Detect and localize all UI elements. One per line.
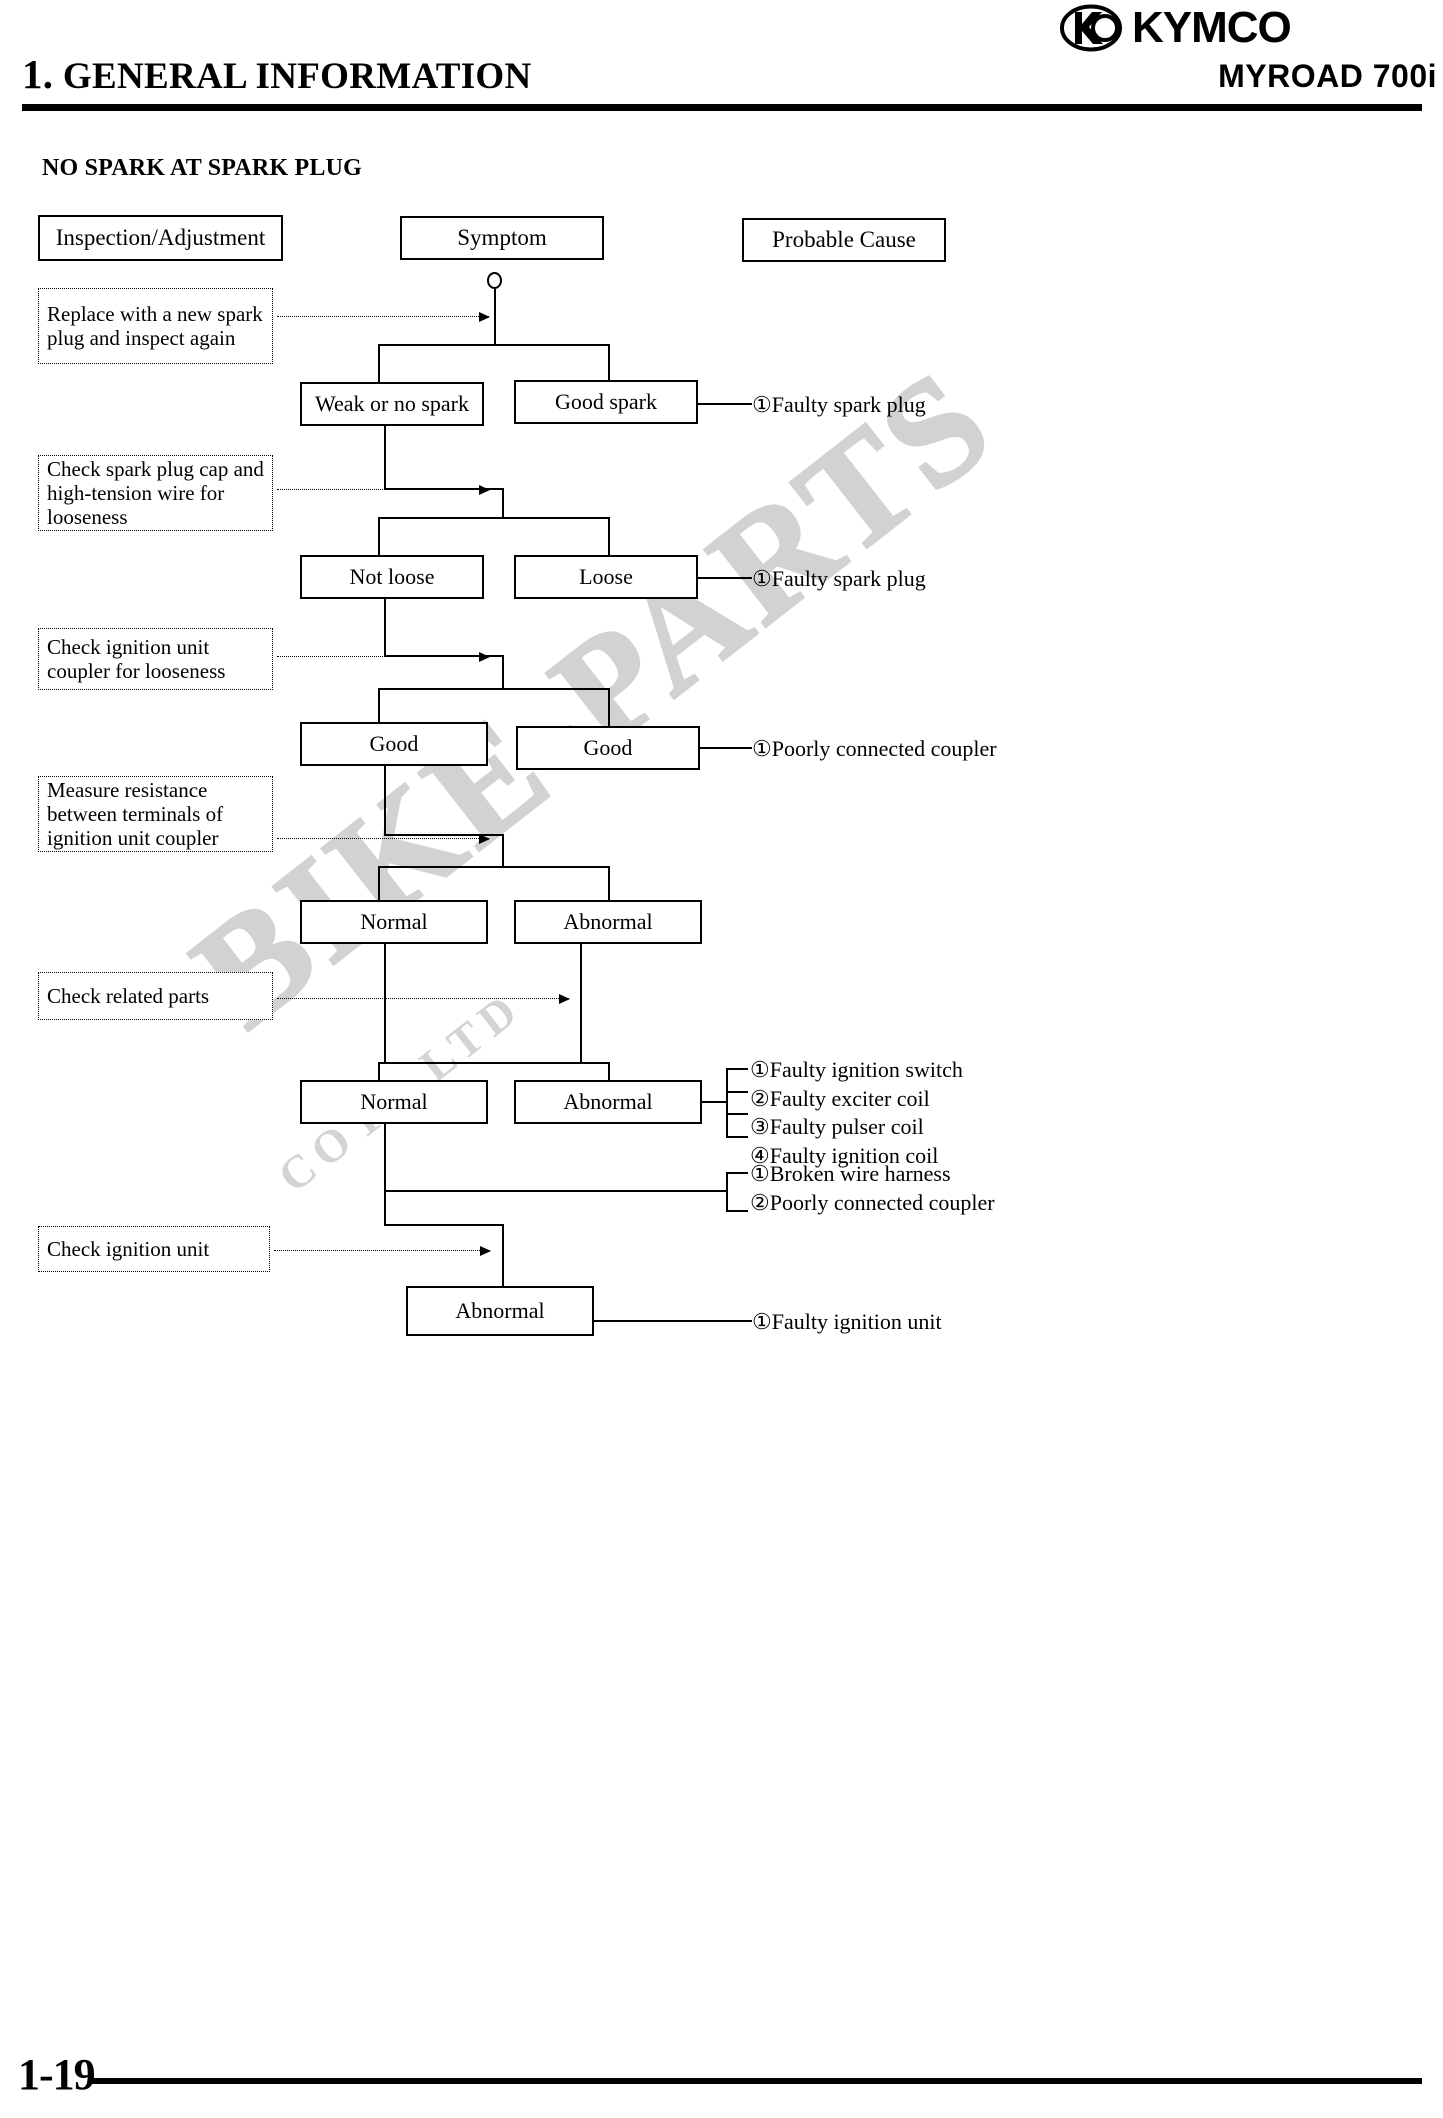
symptom-box-weak-or-no-spark: Weak or no spark [300,382,484,426]
cause-item: ①Poorly connected coupler [752,736,997,761]
cause-lead-4 [702,1101,728,1103]
inspection-box-2: Check spark plug cap and high-tension wi… [38,455,273,531]
branch-right-4 [608,866,610,900]
chapter-number: 1. [22,51,54,97]
inspection-box-5: Check related parts [38,972,273,1020]
cause-item: ④Faulty ignition coil [750,1142,939,1168]
inspection-arrow-6 [274,1246,491,1256]
branch-right-2 [608,517,610,555]
cause-item: ②Poorly connected coupler [750,1189,995,1215]
flow-down-2 [384,599,386,657]
symptom-box-abnormal-ignition-unit: Abnormal [406,1286,594,1336]
branch-left-1 [378,344,380,382]
inspection-box-6: Check ignition unit [38,1226,270,1272]
inspection-arrow-2 [277,485,490,495]
branch-left-4 [378,866,380,900]
page-number: 1-19 [18,2050,96,2099]
branch-bar-1 [378,344,610,346]
symptom-box-normal-resistance: Normal [300,900,488,944]
branch-right-5 [608,1062,610,1082]
kymco-logo-icon [1060,4,1122,52]
flow-down-4 [384,944,386,1062]
branch-left-2 [378,517,380,555]
flow-down-2b [502,655,504,688]
cause-lead-3 [700,747,752,749]
branch-right-3 [608,688,610,728]
inspection-box-1: Replace with a new spark plug and inspec… [38,288,273,364]
abnormal-down-4 [580,944,582,998]
symptom-box-not-loose: Not loose [300,555,484,599]
inspection-box-4: Measure resistance between terminals of … [38,776,273,852]
inspection-arrow-5 [277,994,570,1004]
cause-tick-4-4 [726,1136,748,1138]
flow-down-3 [384,766,386,836]
cause-group-2: ①Faulty spark plug [752,565,926,594]
flow-down-1b [502,488,504,518]
inspection-arrow-3 [277,652,490,662]
model-name: MYROAD 700i [1218,58,1437,94]
symptom-box-loose: Loose [514,555,698,599]
cause-lead-2 [698,577,752,579]
cause-item: ①Faulty ignition unit [752,1309,942,1334]
cause-group-6: ①Faulty ignition unit [752,1308,942,1337]
flow-down-6b [502,1224,504,1286]
cause-lead-5 [384,1190,728,1192]
branch-left-5 [378,1062,380,1082]
branch-bar-5 [378,1062,610,1064]
cause-item: ①Faulty spark plug [752,392,926,417]
abnormal-down-4b [580,998,582,1062]
flow-down-5 [384,1124,386,1192]
flow-down-3b [502,834,504,866]
cause-tick-5-2 [726,1210,748,1212]
inspection-box-3: Check ignition unit coupler for loosenes… [38,628,273,690]
symptom-box-abnormal-related-parts: Abnormal [514,1080,702,1124]
inspection-arrow-1 [277,312,490,322]
flow-jog-3 [384,834,504,836]
chapter-title: GENERAL INFORMATION [62,56,532,97]
cause-group-5: ①Broken wire harness ②Poorly connected c… [750,1160,995,1217]
header-divider [22,104,1422,111]
flow-start-node [487,272,502,289]
cause-tick-4-3 [726,1113,748,1115]
flow-jog-6 [384,1224,504,1226]
symptom-box-good-coupler-right: Good [516,726,700,770]
flow-down-6 [384,1190,386,1226]
kymco-brand-lockup: KYMCO [1060,3,1292,52]
brand-name: KYMCO [1132,3,1292,52]
cause-item: ③Faulty pulser coil [750,1114,924,1140]
branch-bar-2 [378,517,610,519]
cause-item: ①Faulty spark plug [752,566,926,591]
cause-lead-6 [594,1320,752,1322]
branch-left-3 [378,688,380,724]
cause-bracket-4 [726,1068,728,1138]
column-header-symptom: Symptom [400,216,604,260]
symptom-box-good-coupler-left: Good [300,722,488,766]
symptom-box-good-spark: Good spark [514,380,698,424]
column-header-probable-cause: Probable Cause [742,218,946,262]
branch-right-1 [608,344,610,382]
cause-tick-5-1 [726,1172,748,1174]
flow-down-1 [384,426,386,488]
cause-tick-4-1 [726,1068,748,1070]
cause-item: ②Faulty exciter coil [750,1085,930,1111]
section-title: NO SPARK AT SPARK PLUG [42,155,362,181]
inspection-arrow-4 [277,834,490,844]
column-header-inspection: Inspection/Adjustment [38,215,283,261]
page-title: 1. GENERAL INFORMATION [22,50,532,98]
footer-divider [88,2078,1422,2084]
cause-group-4: ①Faulty ignition switch ②Faulty exciter … [750,1056,963,1170]
cause-group-1: ①Faulty spark plug [752,391,926,420]
symptom-box-normal-related-parts: Normal [300,1080,488,1124]
cause-lead-1 [698,403,752,405]
cause-item: ①Broken wire harness [750,1161,951,1186]
cause-group-3: ①Poorly connected coupler [752,735,997,764]
cause-bracket-5 [726,1172,728,1212]
flow-stem [494,288,496,344]
cause-item: ①Faulty ignition switch [750,1057,963,1082]
cause-tick-4-2 [726,1091,748,1093]
branch-bar-4 [378,866,610,868]
symptom-box-abnormal-resistance: Abnormal [514,900,702,944]
branch-bar-3 [378,688,610,690]
